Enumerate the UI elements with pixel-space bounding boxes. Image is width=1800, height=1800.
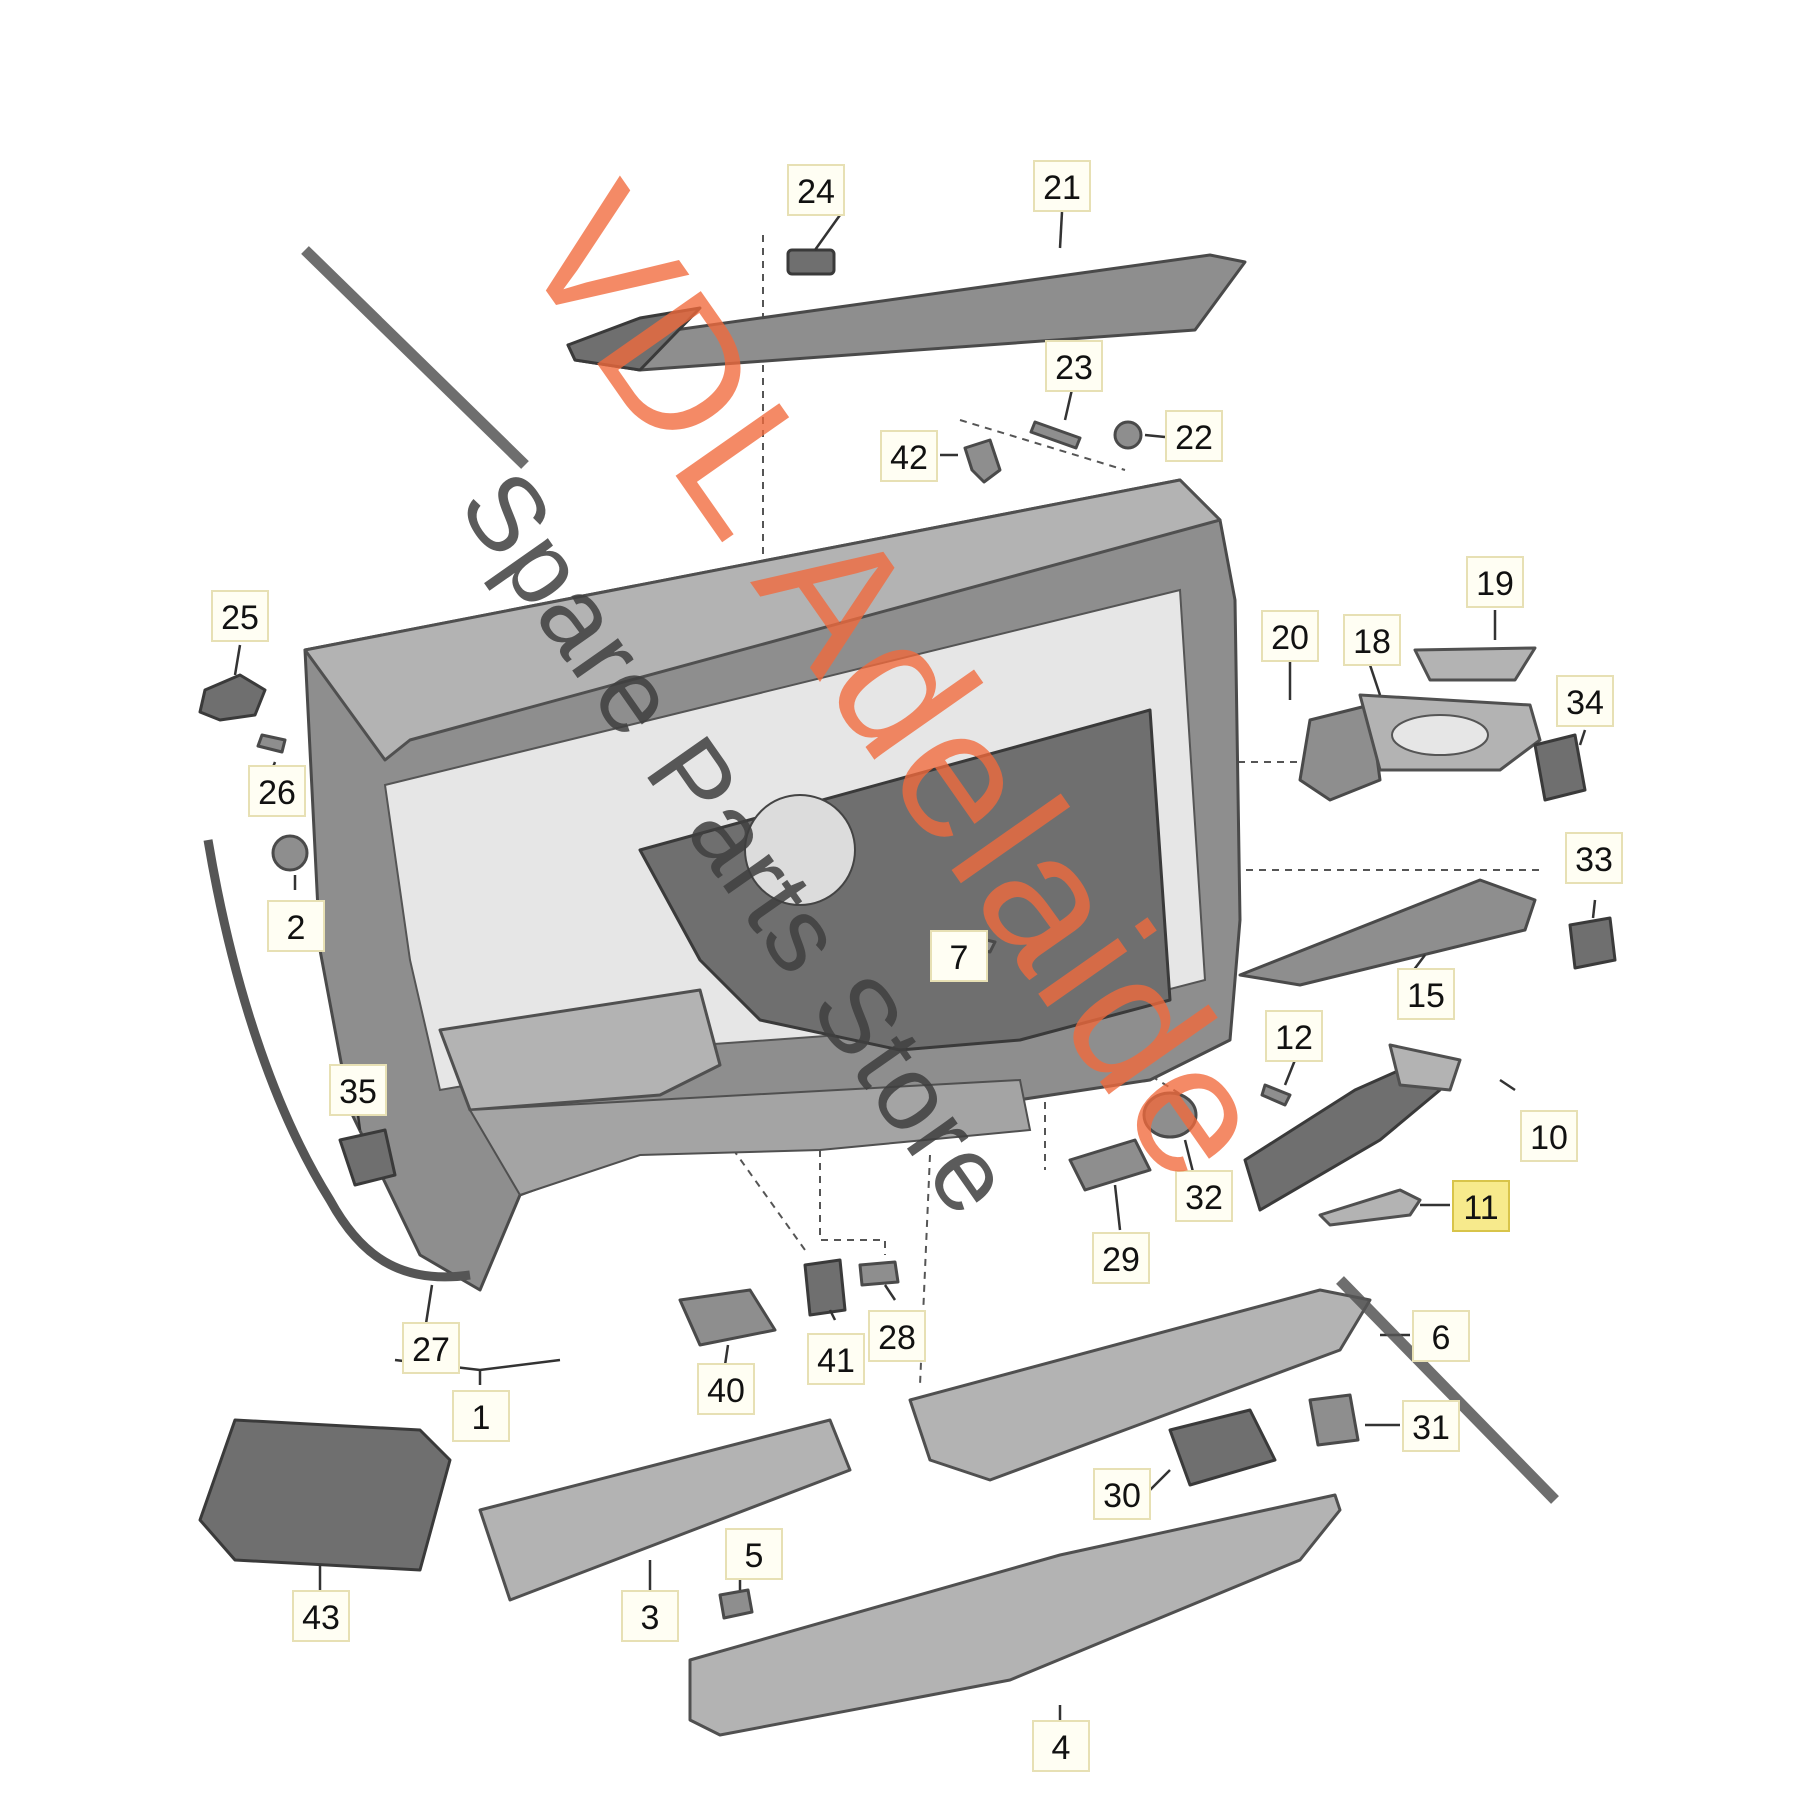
switch-34 — [1533, 733, 1587, 802]
seal-strip-27 — [203, 839, 471, 1282]
watermark-bar-left — [301, 246, 529, 469]
screw-26 — [256, 733, 287, 754]
callout-42: 42 — [880, 430, 938, 482]
callout-2: 2 — [267, 900, 325, 952]
callout-35: 35 — [329, 1064, 387, 1116]
callout-3: 3 — [621, 1590, 679, 1642]
grommet-2 — [271, 834, 309, 872]
callout-15: 15 — [1397, 968, 1455, 1020]
switch-panel-30 — [1168, 1408, 1277, 1487]
callout-7: 7 — [930, 930, 988, 982]
pocket-base — [468, 1078, 1032, 1197]
callout-41: 41 — [807, 1333, 865, 1385]
armrest-lower — [438, 988, 722, 1112]
trim-panel-15 — [1238, 878, 1537, 987]
connector-28 — [858, 1260, 900, 1287]
top-trim-strip-end — [566, 306, 702, 372]
handle-bracket-20 — [1298, 703, 1382, 802]
clip-24 — [786, 248, 836, 276]
callout-18: 18 — [1343, 614, 1401, 666]
callout-10: 10 — [1520, 1110, 1578, 1162]
handle-cover-10-upper — [1388, 1043, 1462, 1092]
clip-42 — [963, 438, 1002, 484]
door-trim-upper-bolster — [303, 478, 1222, 762]
courtesy-light-40 — [678, 1288, 777, 1347]
bracket-25 — [198, 673, 267, 722]
callout-1: 1 — [452, 1390, 510, 1442]
callout-32: 32 — [1175, 1170, 1233, 1222]
callout-4: 4 — [1032, 1720, 1090, 1772]
callout-40: 40 — [697, 1363, 755, 1415]
handle-opening — [1391, 714, 1489, 756]
callout-6: 6 — [1412, 1310, 1470, 1362]
callout-29: 29 — [1092, 1232, 1150, 1284]
speaker-opening — [744, 794, 856, 906]
handle-cover-19 — [1413, 646, 1537, 682]
callout-11: 11 — [1452, 1180, 1510, 1232]
screw-23 — [1029, 420, 1082, 450]
callout-22: 22 — [1165, 410, 1223, 462]
switch-33 — [1568, 916, 1617, 970]
callout-27: 27 — [402, 1322, 460, 1374]
foam-block-43 — [198, 1418, 452, 1572]
callout-21: 21 — [1033, 160, 1091, 212]
watermark-bar-right — [1336, 1276, 1559, 1504]
connector-41 — [803, 1258, 847, 1317]
insert-panel-3 — [478, 1418, 852, 1602]
callout-26: 26 — [248, 765, 306, 817]
plug-22 — [1113, 420, 1143, 450]
callout-12: 12 — [1265, 1010, 1323, 1062]
callout-43: 43 — [292, 1590, 350, 1642]
callout-24: 24 — [787, 164, 845, 216]
callout-23: 23 — [1045, 340, 1103, 392]
callout-20: 20 — [1261, 610, 1319, 662]
switch-35 — [338, 1128, 397, 1187]
handle-insert-11 — [1318, 1188, 1422, 1227]
callout-25: 25 — [211, 590, 269, 642]
armrest-6 — [908, 1288, 1372, 1482]
callout-19: 19 — [1466, 556, 1524, 608]
callout-28: 28 — [868, 1310, 926, 1362]
knob-32 — [1142, 1091, 1198, 1139]
armrest-pad-4 — [688, 1493, 1342, 1737]
switch-31 — [1308, 1393, 1360, 1447]
callout-30: 30 — [1093, 1468, 1151, 1520]
switch-29 — [1068, 1138, 1152, 1192]
panel-carrier — [638, 708, 1172, 1052]
callout-33: 33 — [1565, 832, 1623, 884]
callout-5: 5 — [725, 1528, 783, 1580]
callout-34: 34 — [1556, 675, 1614, 727]
clip-5 — [718, 1588, 754, 1620]
screw-12 — [1260, 1083, 1292, 1107]
callout-31: 31 — [1402, 1400, 1460, 1452]
